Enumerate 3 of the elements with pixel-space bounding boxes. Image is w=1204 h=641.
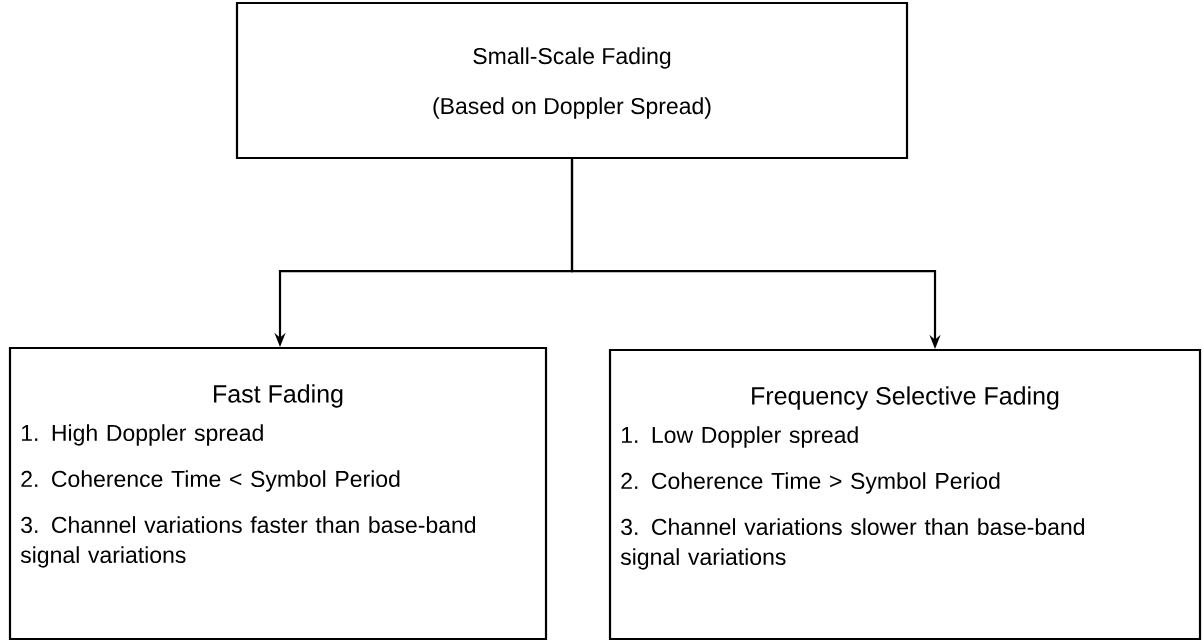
title-box: Small-Scale Fading (Based on Doppler Spread): [235, 1, 909, 160]
category-box: Frequency Selective Fading 1. Low Doppler spread 2. Coherence Time > Symbol Period 3. Channel variations slower than base-band signal variations: [608, 348, 1202, 641]
category-box: Fast Fading 1. High Doppler spread 2. Coherence Time < Symbol Period 3. Channel variations faster than base-band signal variations: [8, 346, 548, 641]
